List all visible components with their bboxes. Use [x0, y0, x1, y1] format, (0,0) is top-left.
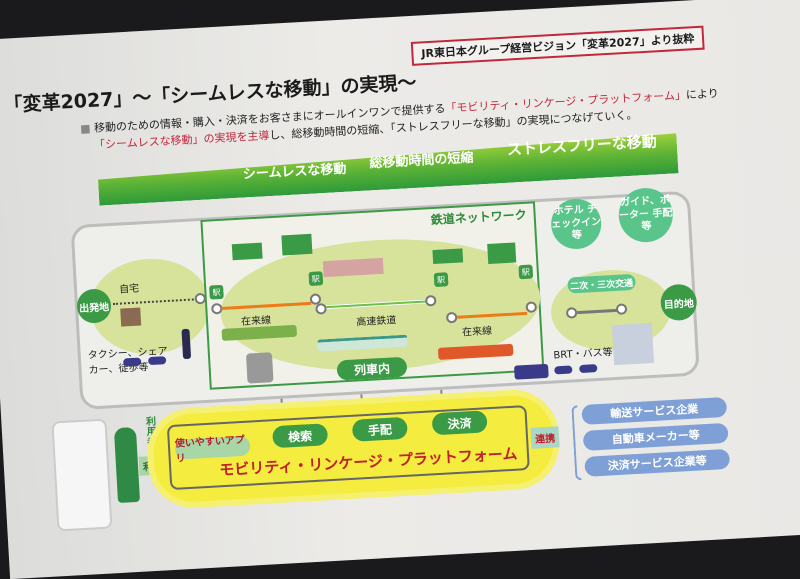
station-building-icon: [231, 242, 263, 261]
partner-transport: 輸送サービス企業: [581, 396, 728, 425]
partner-payment: 決済サービス企業等: [584, 448, 731, 477]
easy-app-badge: 使いやすいアプリ: [175, 435, 251, 465]
station-icon: 駅: [308, 271, 324, 287]
bullet-text: により: [685, 86, 719, 102]
car-icon: [554, 365, 573, 375]
walking-person-icon: [181, 328, 192, 360]
conventional-line-label: 在来線: [240, 315, 272, 328]
user-person-icon: [113, 426, 141, 504]
link-arrow: 連携: [530, 426, 560, 449]
car-icon: [123, 357, 142, 367]
city-buildings-icon: [611, 322, 655, 366]
bullet-square-icon: ■: [79, 121, 91, 136]
station-icon: 駅: [433, 272, 449, 288]
station-building-icon: [432, 248, 464, 265]
station-icon: 駅: [518, 264, 534, 280]
ticket-gate-icon: [245, 352, 274, 384]
smartphone-app-icon: [51, 418, 113, 532]
high-speed-label: 高速鉄道: [356, 315, 397, 329]
tokyo-station-icon: [322, 257, 384, 278]
on-train-badge: 列車内: [336, 356, 408, 381]
search-function-button: 検索: [272, 423, 329, 449]
partner-automaker: 自動車メーカー等: [582, 422, 729, 451]
payment-function-button: 決済: [431, 410, 488, 436]
conventional-line-label: 在来線: [461, 325, 493, 339]
partners-bracket: [571, 405, 582, 481]
bus-icon: [514, 363, 549, 380]
arrange-function-button: 手配: [351, 416, 408, 442]
station-icon: 駅: [209, 284, 224, 300]
station-building-icon: [487, 242, 517, 264]
car-icon: [579, 364, 598, 374]
station-building-icon: [281, 233, 313, 256]
home-label: 自宅: [118, 283, 140, 296]
source-note: JR東日本グループ経営ビジョン「変革2027」より抜粋: [410, 25, 705, 66]
car-icon: [147, 356, 167, 366]
house-icon: [120, 307, 142, 327]
